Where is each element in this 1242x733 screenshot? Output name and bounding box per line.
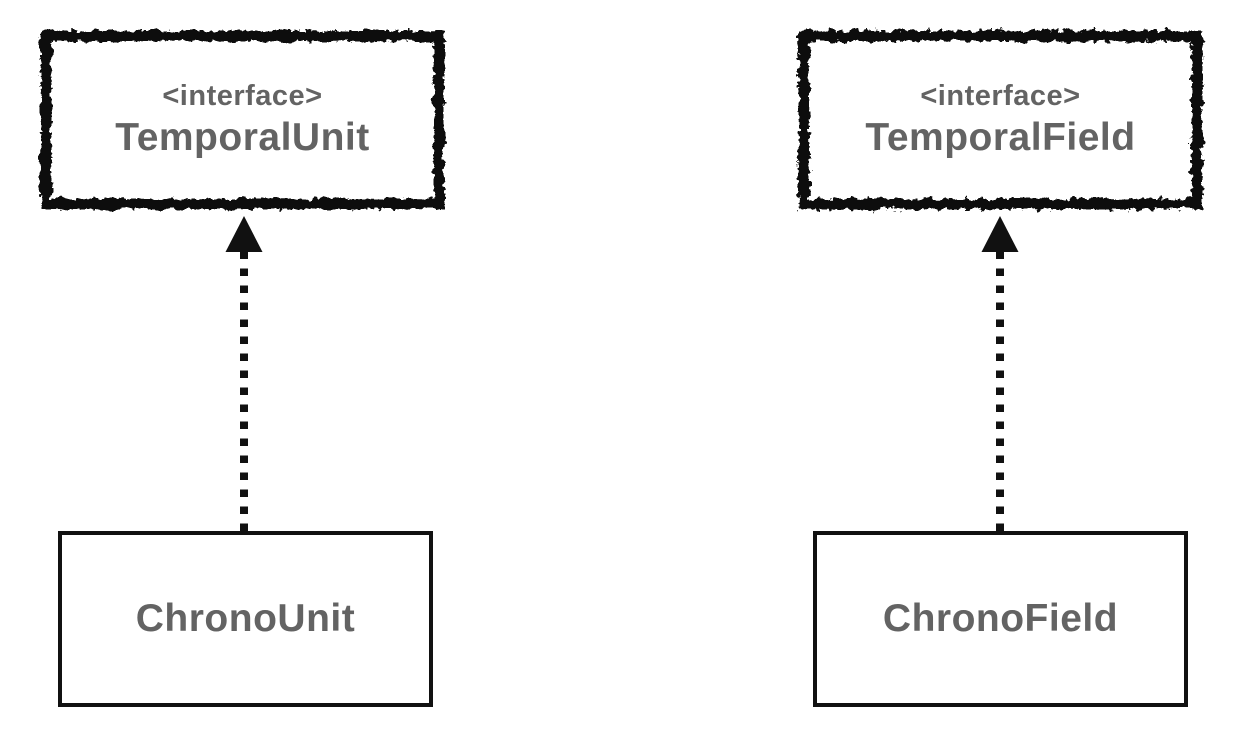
class-name-label: ChronoField xyxy=(882,596,1119,640)
implements-arrow-chronounit-temporalunit xyxy=(225,216,263,531)
arrowhead-up-icon xyxy=(981,216,1019,252)
class-node-chronounit: ChronoUnit xyxy=(58,531,433,707)
interface-name-label: TemporalField xyxy=(865,115,1136,159)
interface-node-temporalfield: <interface> TemporalField xyxy=(793,25,1208,215)
sketchy-border xyxy=(41,31,444,209)
sketchy-border xyxy=(799,31,1202,209)
stereotype-label: <interface> xyxy=(920,79,1081,112)
interface-node-temporalunit: <interface> TemporalUnit xyxy=(35,25,450,215)
class-name-label: ChronoUnit xyxy=(135,596,356,640)
implements-arrow-chronofield-temporalfield xyxy=(981,216,1019,531)
interface-name-label: TemporalUnit xyxy=(115,115,370,159)
class-node-chronofield: ChronoField xyxy=(813,531,1188,707)
arrowhead-up-icon xyxy=(225,216,263,252)
stereotype-label: <interface> xyxy=(162,79,323,112)
